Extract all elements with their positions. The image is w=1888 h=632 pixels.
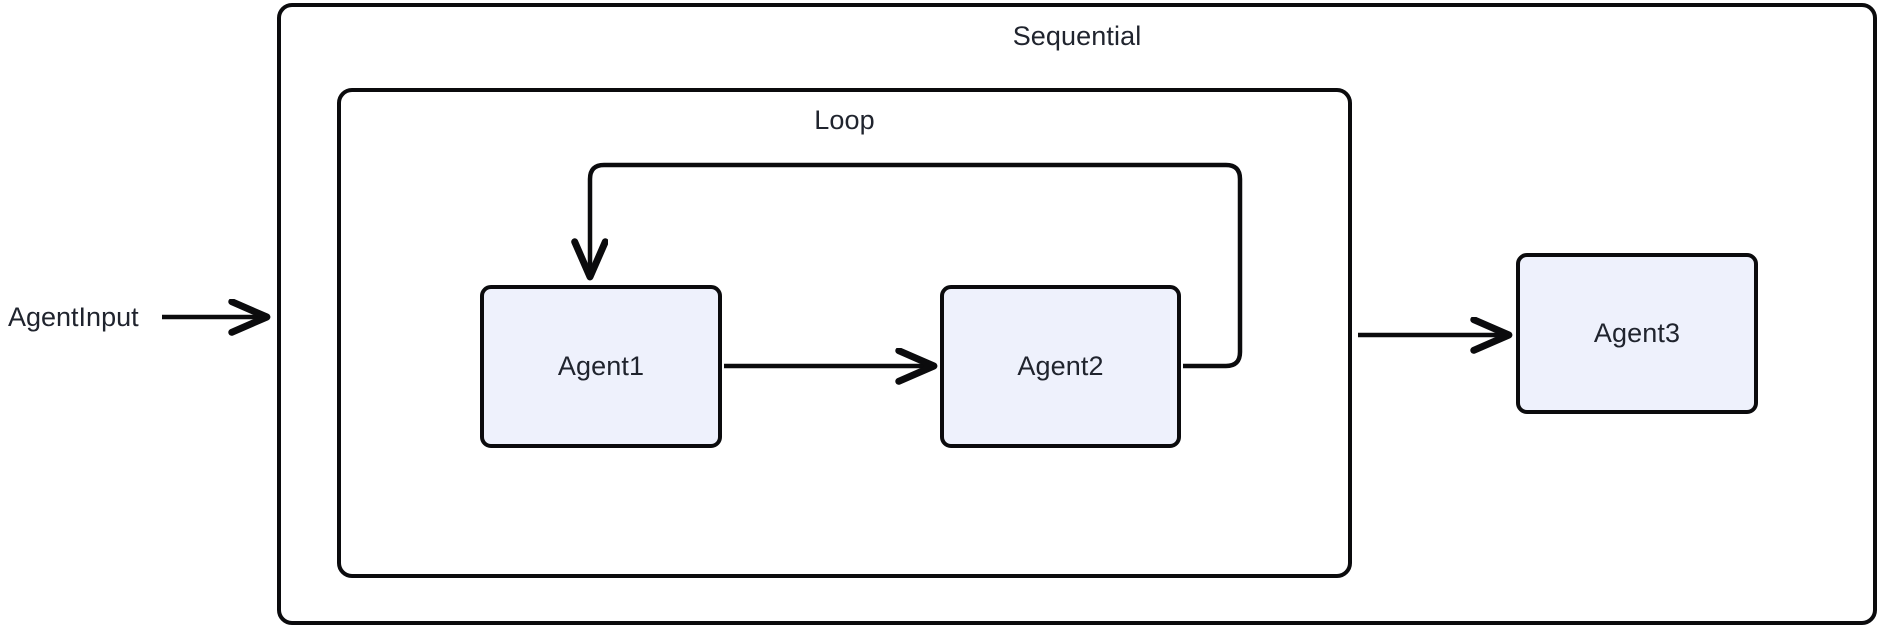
node-agent3-label: Agent3 <box>1593 318 1681 348</box>
group-sequential[interactable]: Sequential <box>277 3 1877 625</box>
node-agent2[interactable]: Agent2 <box>940 285 1181 448</box>
group-loop[interactable]: Loop <box>337 88 1352 578</box>
group-loop-label: Loop <box>814 105 875 135</box>
agent-input-label: AgentInput <box>8 302 139 332</box>
node-agent1-label: Agent1 <box>557 351 645 381</box>
node-agent2-label: Agent2 <box>1017 351 1104 381</box>
node-agent3[interactable]: Agent3 <box>1516 253 1758 414</box>
node-agent1[interactable]: Agent1 <box>480 285 722 448</box>
group-sequential-label: Sequential <box>1012 21 1142 51</box>
